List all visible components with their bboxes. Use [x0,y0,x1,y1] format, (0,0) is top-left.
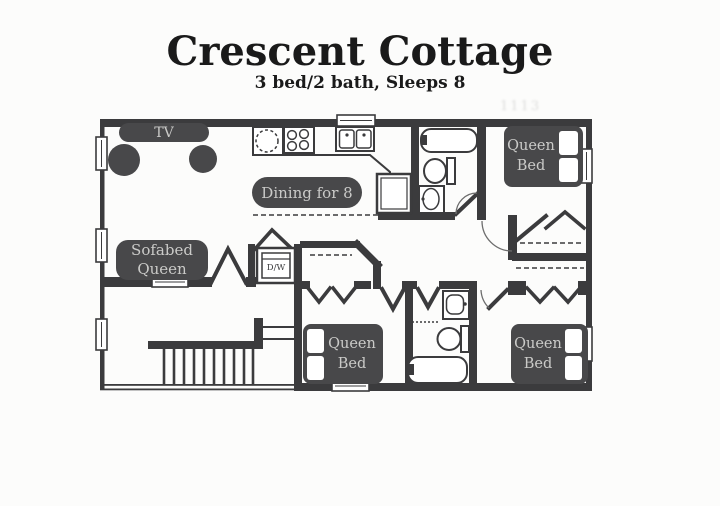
double-door [208,244,249,286]
washer-dryer-label: D/W [266,263,286,273]
fridge-icon [375,172,413,215]
bath2-door [415,286,441,312]
doors [208,191,587,314]
queen-bed-1 [504,126,583,187]
queen-bed-3-label: Queen Bed [514,336,562,372]
kitchen [252,126,413,215]
bifold-door [524,285,556,305]
sink-icon [442,290,470,320]
queen-bed-2-label: Queen Bed [328,336,376,372]
pillow [559,158,578,182]
window [95,136,108,171]
pillow [565,329,582,353]
corner-counter [252,126,284,156]
bedroom2-door [379,286,407,314]
window [95,318,108,351]
stairs [148,318,294,384]
bedroom3-door [486,287,510,311]
toilet-icon [423,157,456,185]
stove-icon [283,126,315,154]
chair [189,145,217,173]
pillow [307,356,324,380]
page-title: Crescent Cottage [166,28,554,75]
queen-bed-1-label: Queen Bed [507,138,555,174]
pillow [559,131,578,155]
closet-door [252,227,295,252]
newel-post [254,318,263,349]
bedroom1-door [514,213,549,243]
bifold-door [552,285,583,305]
window [95,228,108,263]
sofabed-label: Sofabed Queen [116,240,208,280]
stair-treads [162,349,255,384]
scan-artifact: 1113 [500,99,542,114]
interior-walls [100,119,592,391]
dashed-lines [253,214,584,323]
stair-railing [148,341,262,349]
bathtub-icon [420,128,478,153]
bathroom2 [407,290,470,384]
pillow [565,356,582,380]
sink-icon [418,185,445,214]
bifold-door [330,285,358,305]
window [336,114,376,127]
queen-bed-3 [511,324,588,384]
bifold-door [305,285,333,305]
dining-label: Dining for 8 [252,177,362,208]
bathtub-icon [407,356,468,384]
living-room [108,144,217,176]
washer-dryer-icon [255,246,297,285]
pillow [307,329,324,353]
bifold-door [543,209,587,231]
tv-label: TV [119,123,209,142]
double-sink-icon [335,126,375,152]
toilet-icon [436,325,470,353]
queen-bed-2 [303,324,383,384]
bathroom1 [418,128,478,214]
bath1-door [453,191,480,217]
page-subtitle: 3 bed/2 bath, Sleeps 8 [254,73,466,93]
chair [108,144,140,176]
